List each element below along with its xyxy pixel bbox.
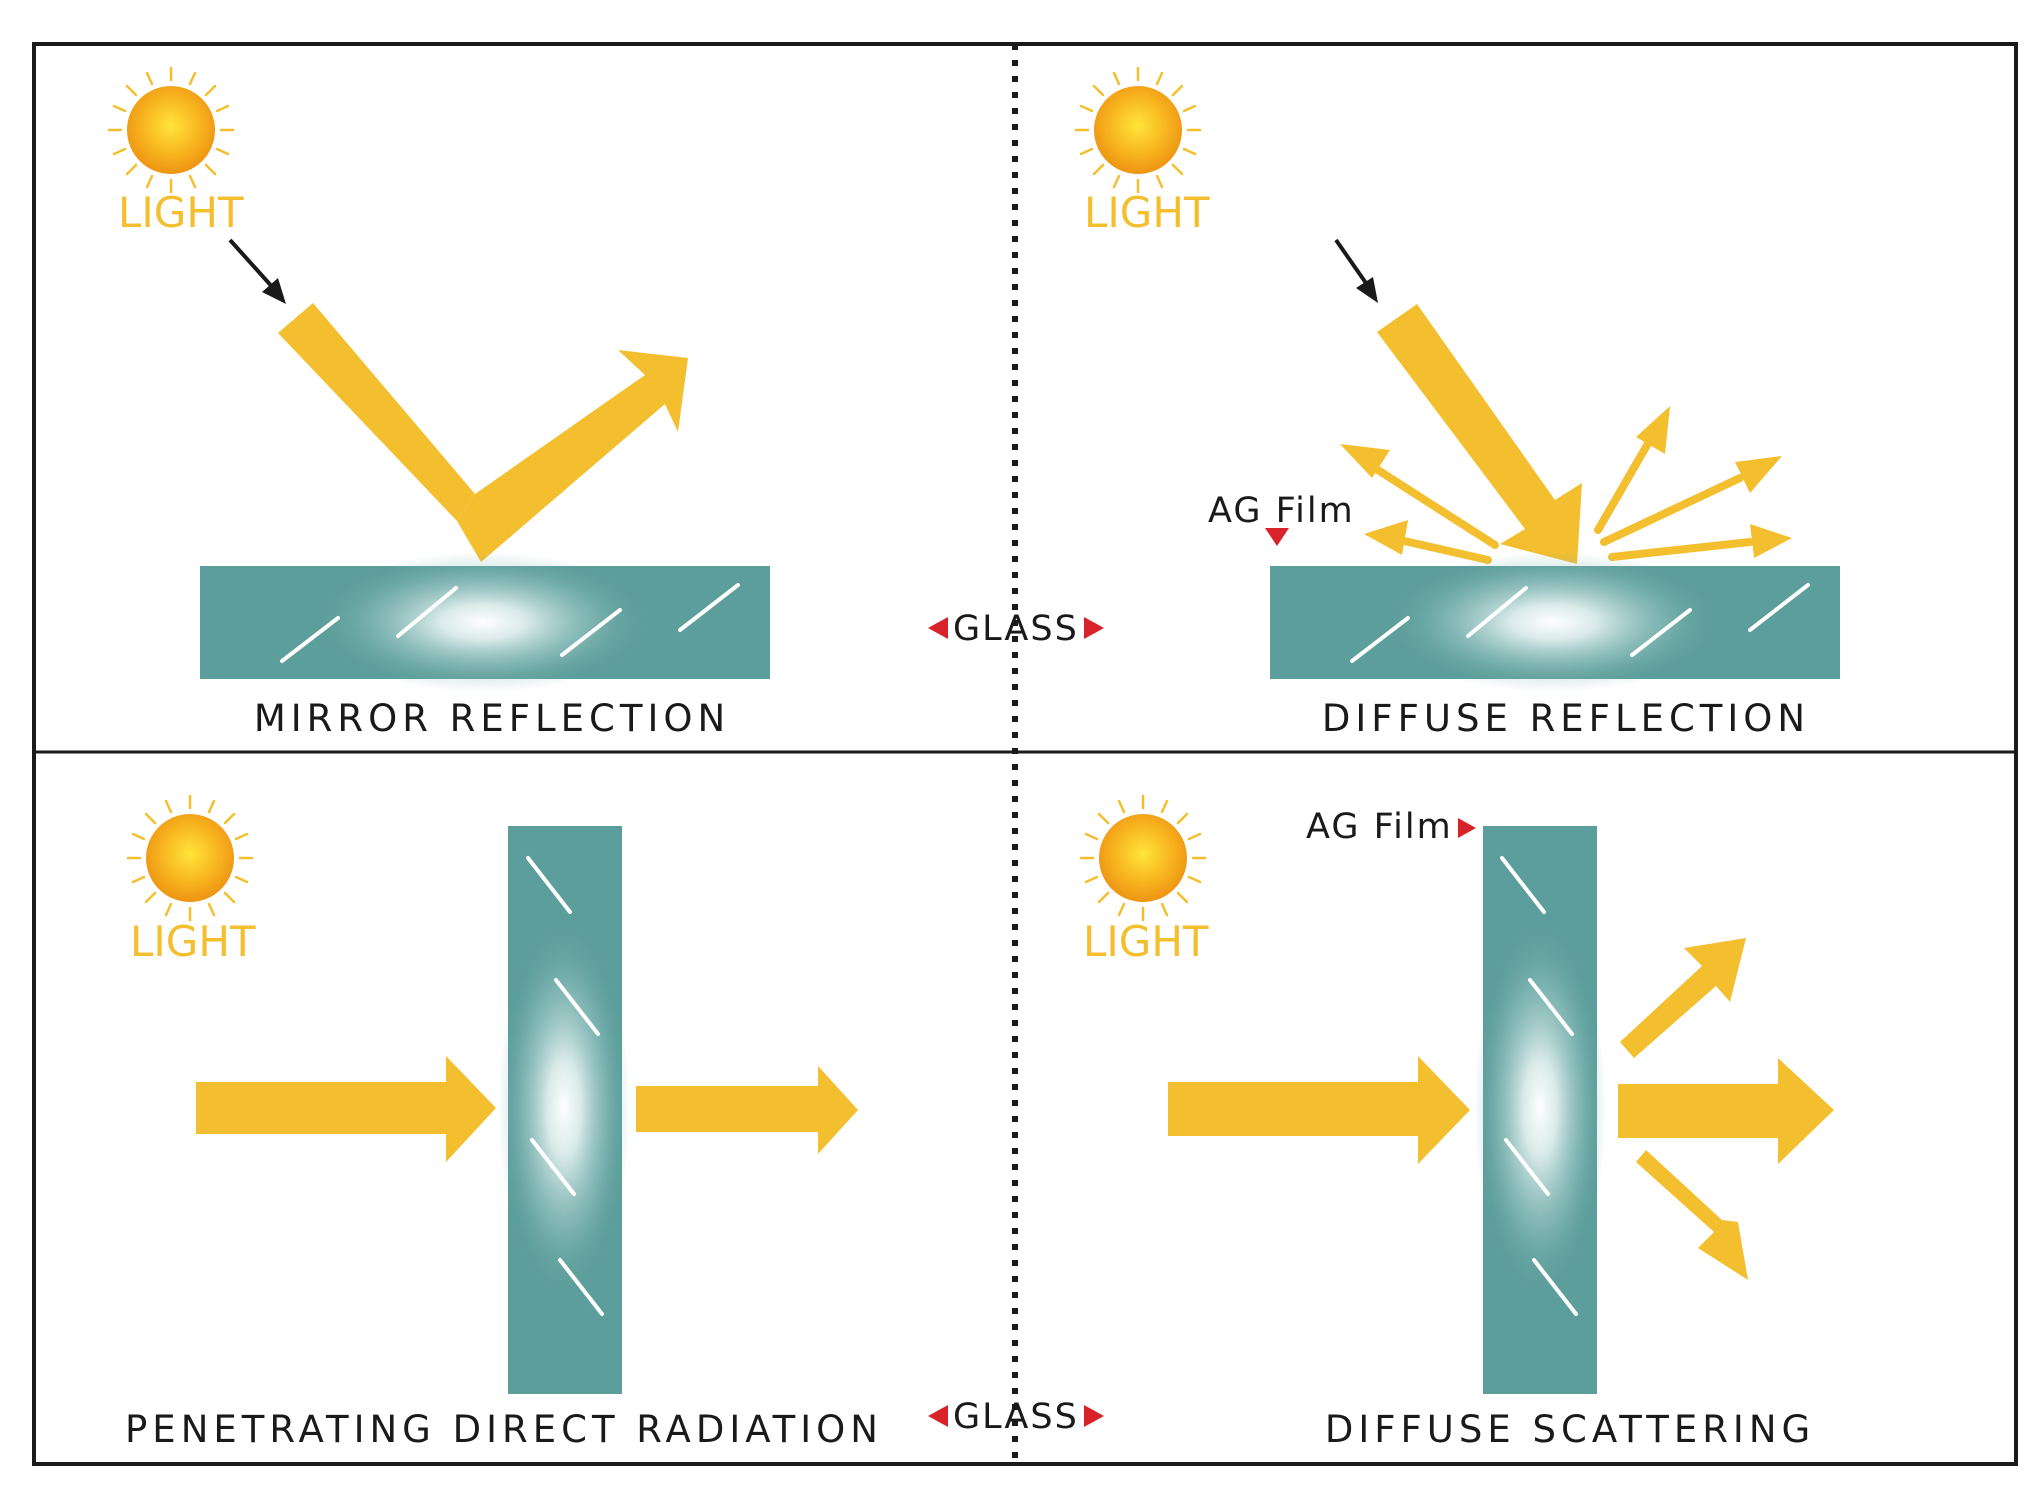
arrow-icon (228, 238, 286, 304)
light-label: LIGHT (118, 188, 244, 237)
marker-triangle-icon (1084, 617, 1104, 639)
marker-triangle-icon (928, 1405, 948, 1427)
incoming-beam (1168, 1056, 1470, 1164)
arrow-icon (1334, 238, 1378, 303)
sun-icon (1079, 794, 1207, 922)
transmitted-beam (1618, 1058, 1834, 1164)
glass-streaks (526, 856, 604, 1316)
caption-diffuse-scattering: DIFFUSE SCATTERING (1325, 1408, 1815, 1451)
incident-beam (1377, 304, 1582, 564)
panel-penetrating-direct-radiation: LIGHT PENETRATING DIRECT RADIATION (125, 794, 883, 1451)
glass-streaks (280, 583, 740, 663)
light-label: LIGHT (130, 917, 256, 966)
sun-icon (126, 794, 254, 922)
caption-diffuse-reflection: DIFFUSE REFLECTION (1322, 697, 1810, 740)
glass-glow (498, 918, 630, 1298)
scattered-rays (1340, 406, 1792, 564)
ag-film-label: AG Film (1306, 807, 1453, 847)
scattered-beam-up (1620, 938, 1746, 1058)
light-label: LIGHT (1084, 188, 1210, 237)
sun-icon (107, 66, 235, 194)
caption-penetrating-direct-radiation: PENETRATING DIRECT RADIATION (125, 1408, 883, 1451)
svg-text:GLASS: GLASS (953, 1397, 1079, 1437)
caption-mirror-reflection: MIRROR REFLECTION (254, 697, 730, 740)
diagram-frame (32, 42, 2018, 1466)
glass-glow (1383, 552, 1723, 692)
ag-film-label: AG Film (1208, 491, 1355, 531)
panel-mirror-reflection: LIGHT MIRROR REFLECTION (107, 66, 770, 740)
incoming-beam (196, 1056, 496, 1162)
glass-label-bottom: GLASS (928, 1397, 1104, 1437)
marker-triangle-icon (928, 617, 948, 639)
panel-diffuse-reflection: LIGHT AG Film DIFFUSE REFLECTI (1074, 66, 1840, 740)
incident-beam (278, 303, 475, 521)
transmitted-beam (636, 1066, 858, 1154)
glass-streaks (1350, 583, 1810, 663)
svg-text:GLASS: GLASS (953, 609, 1079, 649)
marker-triangle-icon (1458, 818, 1476, 838)
glass-streaks (1500, 856, 1578, 1316)
panel-diffuse-scattering: LIGHT AG Film DIFFUSE SCATTERING (1079, 794, 1834, 1451)
reflected-beam (457, 350, 688, 562)
glass-label-top: GLASS (928, 609, 1104, 649)
light-label: LIGHT (1083, 917, 1209, 966)
marker-triangle-icon (1265, 528, 1289, 546)
scattered-beam-down (1636, 1150, 1748, 1280)
glass-glow (1474, 918, 1606, 1298)
glass-glow (313, 552, 653, 692)
marker-triangle-icon (1084, 1405, 1104, 1427)
sun-icon (1074, 66, 1202, 194)
